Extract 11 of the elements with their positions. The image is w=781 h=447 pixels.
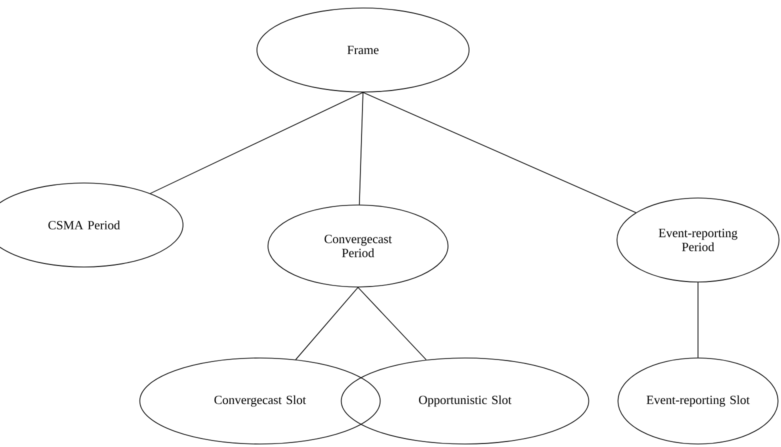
ellipse-node: Opportunistic Slot [340,358,590,444]
ellipse-node: Convergecast Period [268,204,448,288]
ellipse-node: Frame [256,8,470,92]
connector-line [150,92,364,194]
connector-line [295,287,358,360]
connector-line [358,92,364,205]
ellipse-node: Convergecast Slot [139,358,381,444]
connector-line [362,92,636,214]
ellipse-node: Event-reporting Slot [618,358,778,444]
ellipse-node: Event-reporting Period [616,198,780,282]
connector-line [358,287,427,360]
